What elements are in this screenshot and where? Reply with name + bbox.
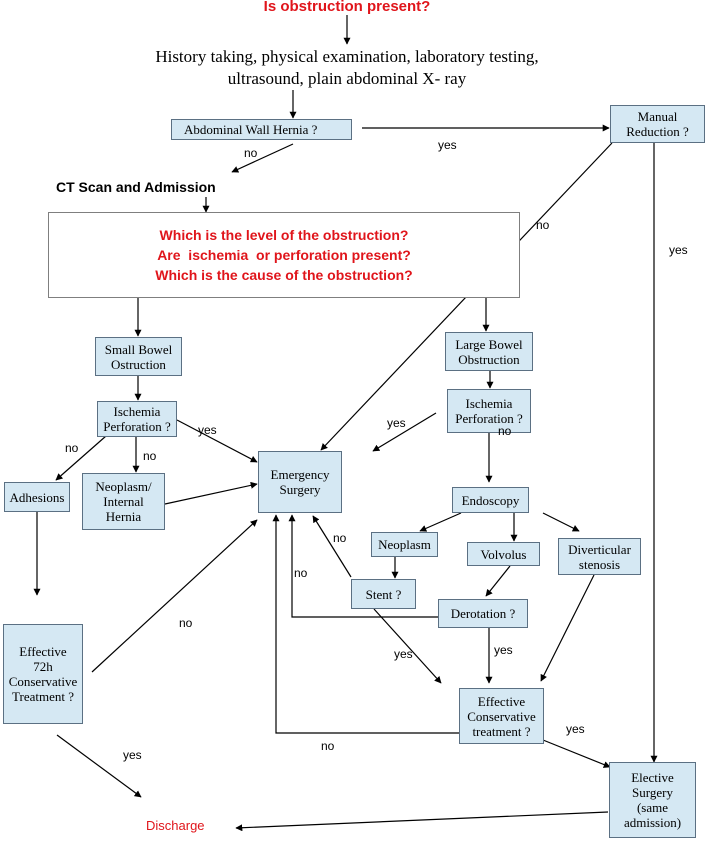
edge-label-conservative-no: no — [321, 739, 335, 753]
node-endoscopy: Endoscopy — [452, 487, 529, 513]
node-ischemia-small: Ischemia Perforation ? — [97, 401, 177, 437]
edge-label-large-yes: yes — [387, 416, 406, 430]
edge-label-manual-yes: yes — [669, 243, 688, 257]
node-neoplasm: Neoplasm — [371, 532, 438, 557]
node-manual-reduction: Manual Reduction ? — [610, 105, 705, 143]
arrow-ischemia-small-to-emergency — [176, 419, 258, 463]
workup-text: History taking, physical examination, la… — [155, 47, 539, 88]
arrow-hernia-to-ct — [231, 143, 294, 173]
arrow-elective-to-discharge — [235, 811, 609, 832]
edge-label-effective72-no: no — [179, 616, 193, 630]
arrow-ischemia-small-to-adhesions — [55, 435, 107, 481]
node-large-bowel: Large Bowel Obstruction — [445, 332, 533, 371]
node-adhesions: Adhesions — [4, 482, 70, 512]
node-elective-surgery: Elective Surgery (same admission) — [609, 762, 696, 838]
arrow-stent-to-conservative — [373, 608, 442, 684]
arrow-neoplasm-hernia-to-emergency — [164, 481, 258, 505]
node-derotation: Derotation ? — [438, 599, 528, 628]
edge-label-small-yes: yes — [198, 423, 217, 437]
arrow-derotation-to-emergency — [288, 514, 438, 618]
node-emergency-surgery: Emergency Surgery — [258, 451, 342, 513]
node-effective-conservative: Effective Conservative treatment ? — [459, 688, 544, 744]
arrow-endoscopy-to-diverticular — [542, 512, 580, 532]
discharge-label: Discharge — [146, 818, 205, 833]
arrow-conservative-to-emergency — [272, 514, 459, 734]
arrow-conservative-to-elective — [542, 739, 611, 768]
edge-label-hernia-no: no — [244, 146, 258, 160]
edge-label-small-no-left: no — [65, 441, 79, 455]
question-ischemia: Are ischemia or perforation present? — [157, 247, 411, 263]
arrow-effective72-to-discharge — [56, 734, 142, 798]
diagram-title: Is obstruction present? — [263, 0, 431, 15]
edge-label-derotation-yes: yes — [494, 643, 513, 657]
question-level: Which is the level of the obstruction? — [159, 227, 409, 243]
edge-label-small-no-down: no — [143, 449, 157, 463]
edge-label-large-no: no — [498, 424, 512, 438]
arrow-diverticular-to-conservative — [540, 574, 595, 682]
node-stent: Stent ? — [351, 579, 416, 609]
node-ischemia-large: Ischemia Perforation ? — [447, 389, 531, 433]
node-hernia: Abdominal Wall Hernia ? — [171, 119, 352, 140]
questions-frame: Which is the level of the obstruction? A… — [48, 212, 520, 298]
edge-label-stent-yes: yes — [394, 647, 413, 661]
node-neoplasm-internal-hernia: Neoplasm/ Internal Hernia — [82, 473, 165, 530]
arrow-ischemia-large-to-emergency — [372, 412, 437, 452]
node-effective-72h-conservative: Effective 72h Conservative Treatment ? — [3, 624, 83, 724]
question-cause: Which is the cause of the obstruction? — [155, 267, 413, 283]
arrow-volvolus-to-derotation — [485, 565, 511, 597]
node-volvolus: Volvolus — [467, 542, 540, 566]
edge-label-conservative-yes: yes — [566, 722, 585, 736]
node-small-bowel: Small Bowel Ostruction — [95, 337, 182, 376]
arrow-stent-to-emergency — [312, 515, 352, 578]
node-diverticular-stenosis: Diverticular stenosis — [558, 538, 641, 575]
arrow-effective72-to-emergency — [91, 519, 258, 673]
edge-label-stent-no: no — [333, 531, 347, 545]
edge-label-hernia-yes: yes — [438, 138, 457, 152]
edge-label-manual-no: no — [536, 218, 550, 232]
edge-label-effective72-yes: yes — [123, 748, 142, 762]
arrow-endoscopy-to-neoplasm — [419, 512, 462, 532]
edge-label-derotation-no: no — [294, 566, 308, 580]
ct-scan-label: CT Scan and Admission — [56, 179, 216, 195]
